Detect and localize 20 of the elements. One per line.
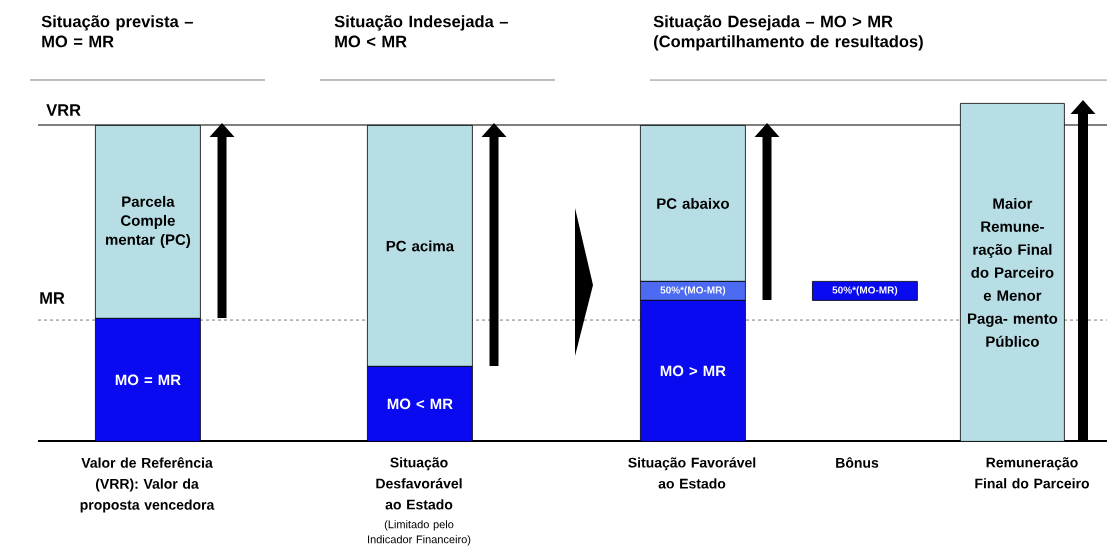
bar-segment: MO = MR bbox=[95, 318, 201, 442]
bar-segment: 50%*(MO-MR) bbox=[640, 281, 746, 301]
column-caption: Remuneração Final do Parceiro bbox=[975, 457, 1090, 489]
column-caption: Bônus bbox=[836, 457, 879, 468]
bar-segment: MO < MR bbox=[367, 366, 473, 442]
heading: Situação Desejada – MO > MR (Compartilhamento de resultados) bbox=[653, 15, 923, 51]
axis-label: MR bbox=[40, 292, 65, 304]
bar-segment: MO > MR bbox=[640, 300, 746, 442]
bar-segment: 50%*(MO-MR) bbox=[812, 281, 918, 301]
bar-segment: PC abaixo bbox=[640, 125, 746, 282]
bar-segment: PC acima bbox=[367, 125, 473, 367]
column-caption: Situação Favorável ao Estado bbox=[628, 457, 756, 489]
heading: Situação Indesejada – MO < MR bbox=[334, 15, 508, 48]
bar-segment: Parcela Comple mentar (PC) bbox=[95, 125, 201, 319]
column-caption: Valor de Referência (VRR): Valor da proposta vencedora bbox=[80, 457, 215, 513]
heading: Situação prevista – MO = MR bbox=[41, 15, 193, 48]
note: (Limitado pelo Indicador Financeiro) bbox=[368, 520, 471, 546]
bar-segment: Maior Remune- ração Final do Parceiro e Menor Paga- mento Público bbox=[960, 103, 1065, 442]
axis-label: VRR bbox=[46, 104, 81, 116]
column-caption: Situação Desfavorável ao Estado bbox=[376, 457, 462, 510]
